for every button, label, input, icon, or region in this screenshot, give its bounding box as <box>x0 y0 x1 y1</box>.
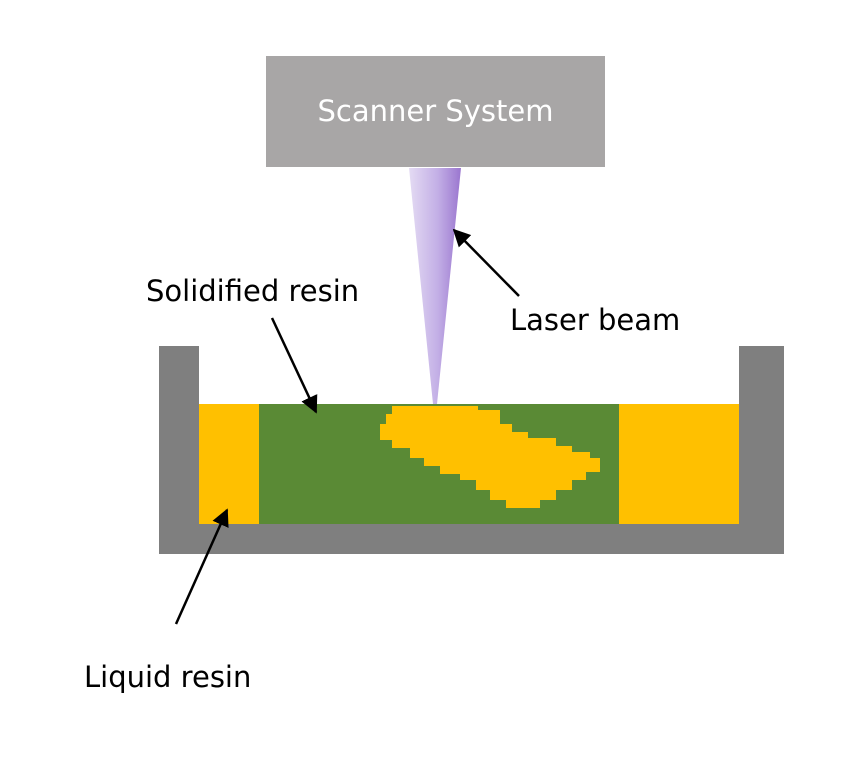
liquid-resin-pocket <box>380 406 600 508</box>
scanner-label: Scanner System <box>317 94 553 128</box>
vat-right-wall <box>739 346 784 554</box>
vat-left-wall <box>159 346 199 554</box>
laser-beam-label: Laser beam <box>510 303 680 337</box>
arrow-solidified-resin <box>270 317 318 414</box>
liquid-resin-left <box>199 404 259 524</box>
vat-base <box>159 524 784 554</box>
arrow-laser-beam <box>452 228 520 297</box>
liquid-resin-label: Liquid resin <box>84 660 251 694</box>
scanner-box <box>266 56 605 167</box>
arrow-liquid-resin <box>174 508 229 625</box>
liquid-resin-right <box>619 404 739 524</box>
solidified-resin-label: Solidified resin <box>146 274 359 308</box>
laser-beam <box>409 168 461 404</box>
